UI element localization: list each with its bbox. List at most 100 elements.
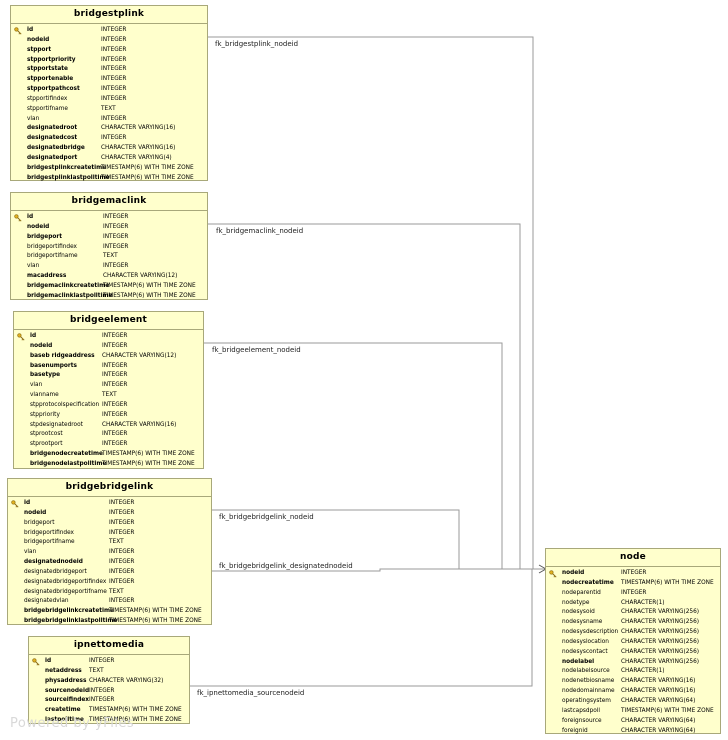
column-type: INTEGER	[89, 687, 115, 694]
table-title: bridgestplink	[11, 6, 207, 24]
column-type: INTEGER	[101, 36, 127, 43]
column-name: vlan	[27, 263, 40, 270]
column-row[interactable]: nodeid INTEGER	[11, 36, 207, 46]
column-type: TIMESTAMP(6) WITH TIME ZONE	[102, 451, 195, 458]
column-name: id	[24, 500, 31, 506]
column-name: nodeid	[27, 36, 50, 43]
column-name: bridgeportifindex	[24, 529, 74, 536]
column-type: CHARACTER VARYING(256)	[621, 638, 700, 645]
column-type: TIMESTAMP(6) WITH TIME ZONE	[621, 707, 714, 714]
column-name: designatedport	[27, 154, 78, 161]
column-name: stpdesignatedroot	[30, 421, 83, 428]
fk-line-ipnettomedia	[190, 569, 533, 687]
column-name: nodelabelsource	[562, 668, 610, 675]
column-name: vlan	[27, 115, 40, 122]
column-type: INTEGER	[101, 56, 127, 63]
column-type: INTEGER	[621, 589, 647, 596]
column-type: TIMESTAMP(6) WITH TIME ZONE	[109, 618, 202, 625]
